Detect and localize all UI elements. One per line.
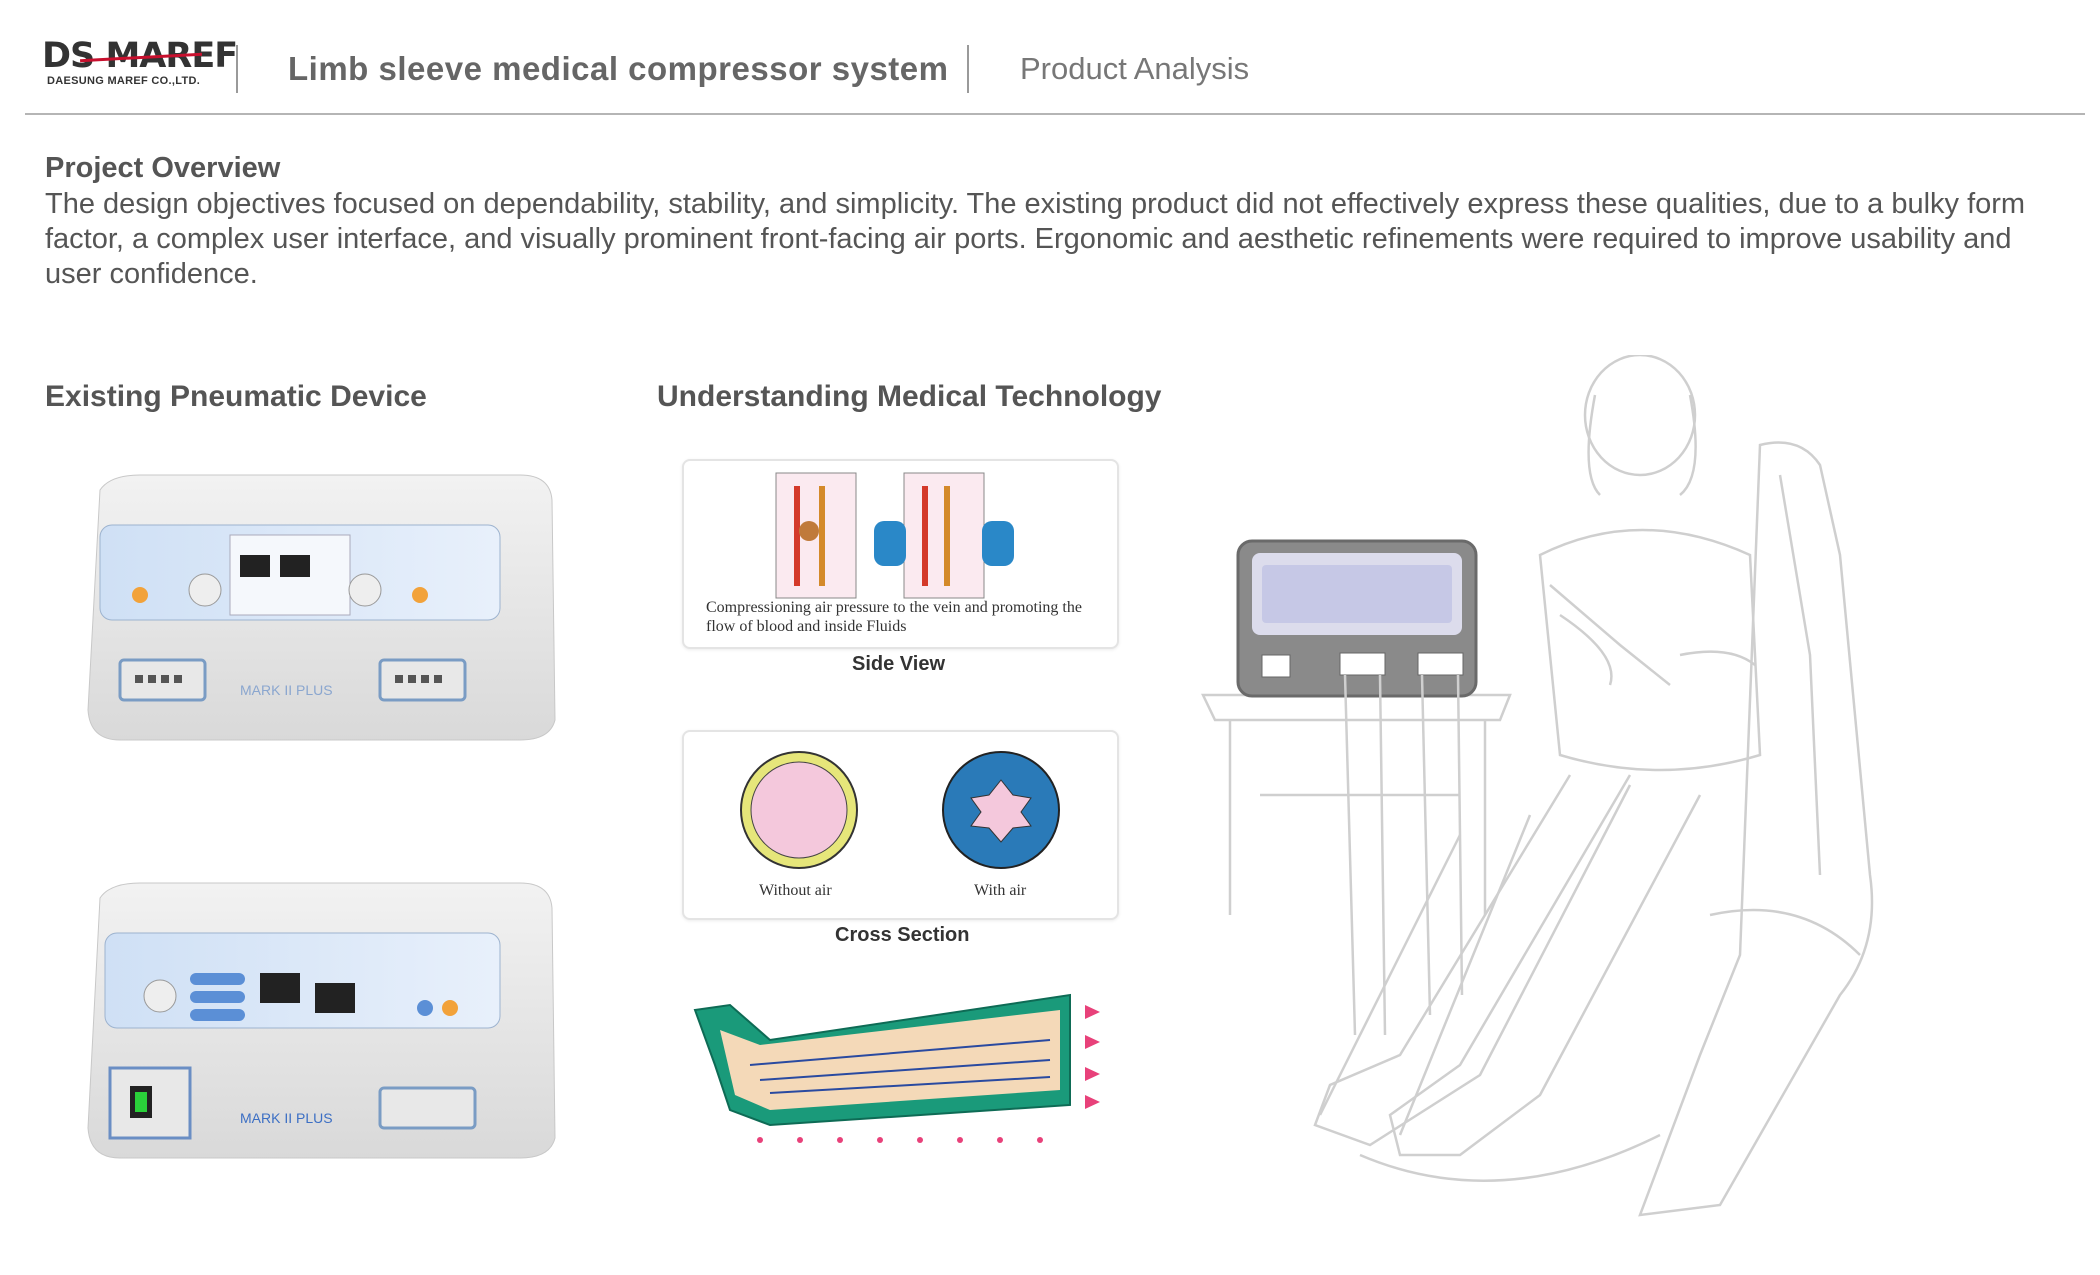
side-view-illustration <box>775 472 1014 599</box>
cross-section-illustration <box>740 751 1060 869</box>
header-divider <box>236 45 238 93</box>
side-view-caption: Compressioning air pressure to the vein … <box>706 599 1082 635</box>
with-air-label: With air <box>974 882 1027 899</box>
existing-device-heading: Existing Pneumatic Device <box>45 380 427 413</box>
page-title: Limb sleeve medical compressor system <box>288 50 949 87</box>
side-view-label: Side View <box>852 653 946 675</box>
patient-with-device-illustration <box>1201 355 1874 1217</box>
header-divider <box>967 45 969 93</box>
logo-subtitle: DAESUNG MAREF CO.,LTD. <box>47 75 201 87</box>
logo-text-ds: DS <box>42 36 95 76</box>
header-rule <box>25 113 2085 115</box>
without-air-label: Without air <box>759 882 832 899</box>
overview-text: The design objectives focused on dependa… <box>45 188 2026 290</box>
overview-heading: Project Overview <box>45 152 281 184</box>
device-image-top: MARK II PLUS <box>87 474 556 741</box>
device-brand-label: MARK II PLUS <box>240 682 333 698</box>
side-view-panel: Compressioning air pressure to the vein … <box>682 459 1119 649</box>
cross-section-label: Cross Section <box>835 924 970 946</box>
page-subtitle: Product Analysis <box>1020 51 1250 86</box>
device-image-bottom: MARK II PLUS <box>87 882 556 1159</box>
compression-sleeve-diagram <box>693 993 1100 1143</box>
medtech-heading: Understanding Medical Technology <box>657 380 1162 413</box>
device-brand-label: MARK II PLUS <box>240 1110 333 1126</box>
cross-section-panel: Without air With air <box>682 730 1119 920</box>
